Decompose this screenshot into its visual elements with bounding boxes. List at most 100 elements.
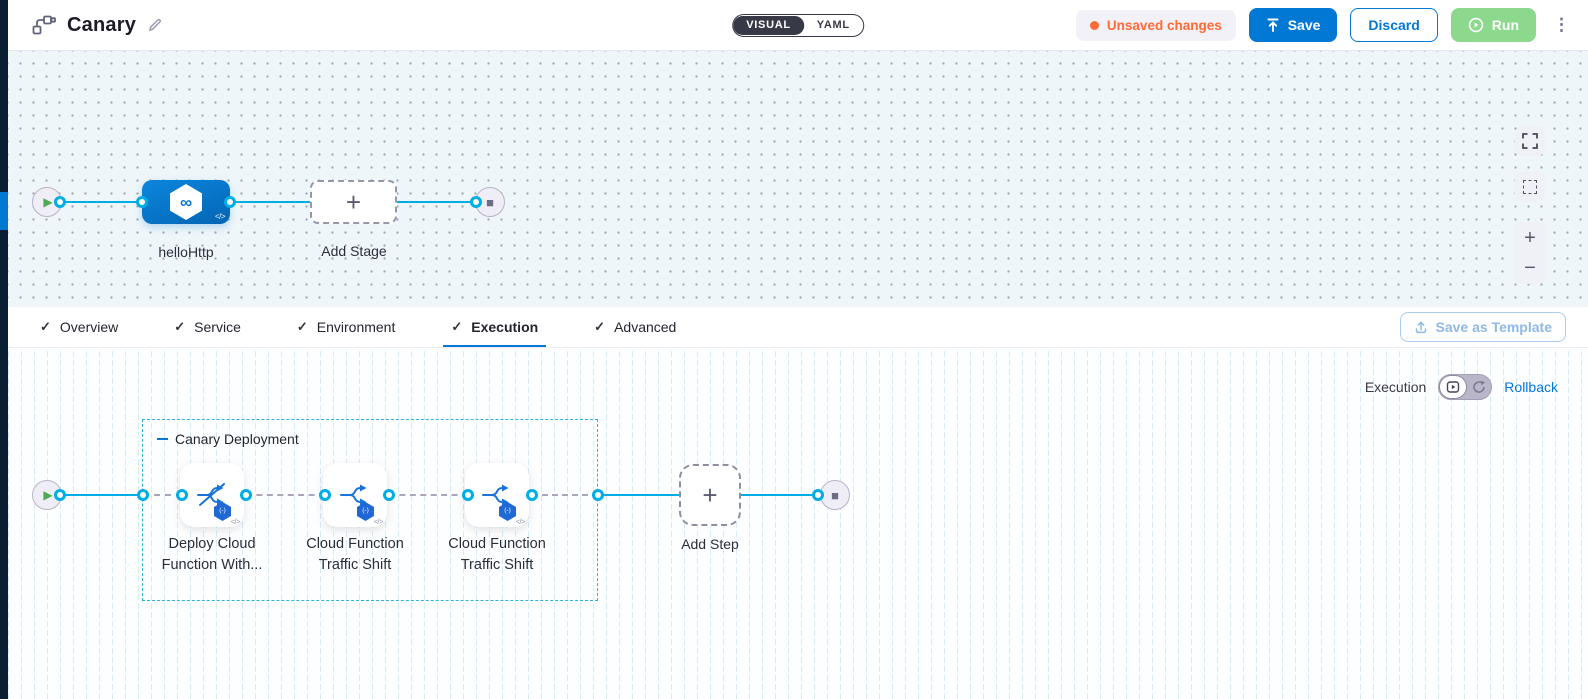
port[interactable] bbox=[526, 489, 538, 501]
port[interactable] bbox=[54, 196, 66, 208]
execution-mode-label: Execution bbox=[1364, 379, 1427, 395]
plus-icon: + bbox=[702, 480, 718, 510]
zoom-out-button[interactable]: − bbox=[1524, 257, 1536, 279]
unsaved-dot-icon bbox=[1089, 20, 1099, 30]
add-stage-button[interactable]: + bbox=[310, 180, 397, 224]
traffic-shift-icon bbox=[482, 484, 509, 506]
port[interactable] bbox=[470, 196, 482, 208]
execution-mode-row: Execution Rollback bbox=[1365, 374, 1558, 400]
discard-button[interactable]: Discard bbox=[1350, 8, 1438, 42]
wire-addstage-to-end bbox=[397, 201, 476, 203]
add-step-label: Add Step bbox=[681, 536, 739, 552]
port[interactable] bbox=[592, 489, 604, 501]
run-icon bbox=[1468, 17, 1484, 33]
tab-label: Service bbox=[194, 319, 241, 335]
port[interactable] bbox=[137, 489, 149, 501]
wire-start-to-stage bbox=[60, 201, 142, 203]
port[interactable] bbox=[462, 489, 474, 501]
save-as-template-button[interactable]: Save as Template bbox=[1399, 312, 1566, 342]
port[interactable] bbox=[54, 489, 66, 501]
code-icon: </> bbox=[230, 517, 241, 526]
tab-environment[interactable]: ✓ Environment bbox=[289, 307, 404, 347]
save-icon bbox=[1266, 18, 1280, 33]
group-title: Canary Deployment bbox=[175, 431, 299, 447]
port[interactable] bbox=[240, 489, 252, 501]
port[interactable] bbox=[812, 489, 824, 501]
plus-icon: + bbox=[345, 187, 362, 217]
check-icon: ✓ bbox=[174, 319, 186, 334]
marquee-select-icon bbox=[1523, 180, 1537, 194]
group-header: Canary Deployment bbox=[157, 431, 299, 447]
step-node-traffic-shift-2[interactable]: (-) </> bbox=[465, 463, 529, 527]
marquee-select-button[interactable] bbox=[1515, 172, 1545, 202]
check-icon: ✓ bbox=[296, 319, 308, 334]
wire-solid bbox=[598, 494, 679, 496]
end-stop-icon: ■ bbox=[831, 487, 839, 503]
toggle-visual[interactable]: VISUAL bbox=[733, 15, 804, 35]
check-icon: ✓ bbox=[594, 319, 606, 334]
visual-yaml-toggle: VISUAL YAML bbox=[732, 13, 864, 37]
fullscreen-button[interactable] bbox=[1515, 126, 1545, 156]
cloud-function-badge-icon: (-) bbox=[357, 502, 374, 521]
port[interactable] bbox=[319, 489, 331, 501]
step-label: Cloud Function Traffic Shift bbox=[425, 534, 569, 576]
infinity-icon: ∞ bbox=[179, 192, 193, 212]
end-stop-icon: ■ bbox=[486, 194, 494, 210]
wire-solid bbox=[60, 494, 143, 496]
code-icon: </> bbox=[373, 517, 384, 526]
canary-deployment-group[interactable]: Canary Deployment bbox=[142, 419, 598, 601]
badge-glyph: (-) bbox=[504, 507, 511, 515]
more-options-menu-icon[interactable]: ⋮ bbox=[1553, 15, 1570, 34]
header-right-group: Unsaved changes Save Discard bbox=[1075, 8, 1588, 42]
unsaved-changes-badge: Unsaved changes bbox=[1075, 9, 1236, 41]
rollback-mode-icon bbox=[1467, 380, 1491, 394]
step-label-line1: Deploy Cloud bbox=[168, 536, 256, 552]
left-rail[interactable] bbox=[0, 0, 8, 699]
pipeline-icon bbox=[32, 15, 56, 35]
save-button[interactable]: Save bbox=[1248, 8, 1338, 42]
execution-end-node[interactable]: ■ bbox=[820, 480, 850, 510]
port[interactable] bbox=[136, 196, 148, 208]
step-label-line2: Traffic Shift bbox=[318, 557, 392, 573]
port[interactable] bbox=[383, 489, 395, 501]
tab-label: Environment bbox=[316, 319, 396, 335]
step-label-line1: Cloud Function bbox=[306, 536, 404, 552]
tab-execution[interactable]: ✓ Execution bbox=[443, 307, 546, 347]
upload-template-icon bbox=[1414, 320, 1428, 334]
port[interactable] bbox=[224, 196, 236, 208]
unsaved-changes-label: Unsaved changes bbox=[1106, 17, 1222, 33]
execution-canvas[interactable]: Execution Rollback bbox=[8, 348, 1588, 699]
step-node-deploy-cloud-function[interactable]: (-) </> bbox=[180, 463, 244, 527]
edit-title-icon[interactable] bbox=[147, 17, 163, 33]
check-icon: ✓ bbox=[451, 319, 463, 334]
add-step-button[interactable]: + bbox=[679, 464, 741, 526]
step-node-traffic-shift-1[interactable]: (-) </> bbox=[323, 463, 387, 527]
collapse-group-icon[interactable] bbox=[157, 437, 168, 441]
wire-dashed bbox=[389, 494, 468, 496]
tab-label: Overview bbox=[59, 319, 119, 335]
execution-rollback-switch[interactable] bbox=[1438, 374, 1493, 400]
stage-node-hellohttp[interactable]: ∞ </> bbox=[142, 180, 230, 224]
port[interactable] bbox=[176, 489, 188, 501]
execution-mode-icon bbox=[1439, 375, 1468, 399]
tab-label: Advanced bbox=[614, 319, 677, 335]
tab-overview[interactable]: ✓ Overview bbox=[32, 307, 126, 347]
stage-config-tabbar: ✓ Overview ✓ Service ✓ Environment ✓ Exe… bbox=[8, 307, 1588, 348]
stage-name-label: helloHttp bbox=[158, 244, 214, 260]
zoom-controls: + − bbox=[1514, 222, 1546, 284]
fullscreen-icon bbox=[1522, 133, 1538, 149]
tab-advanced[interactable]: ✓ Advanced bbox=[586, 307, 684, 347]
discard-label: Discard bbox=[1368, 17, 1420, 33]
stage-canvas[interactable]: ▶ ∞ </> helloHttp + Add Stage ■ bbox=[8, 51, 1588, 307]
step-label-line2: Function With... bbox=[161, 557, 263, 573]
rollback-link[interactable]: Rollback bbox=[1504, 379, 1558, 395]
tab-service[interactable]: ✓ Service bbox=[166, 307, 249, 347]
add-stage-label: Add Stage bbox=[321, 243, 387, 259]
code-icon: </> bbox=[515, 517, 526, 526]
step-label: Cloud Function Traffic Shift bbox=[283, 534, 427, 576]
run-button[interactable]: Run bbox=[1450, 8, 1536, 42]
zoom-in-button[interactable]: + bbox=[1524, 227, 1536, 249]
toggle-yaml[interactable]: YAML bbox=[816, 18, 850, 31]
header-left-group: Canary bbox=[8, 14, 163, 37]
